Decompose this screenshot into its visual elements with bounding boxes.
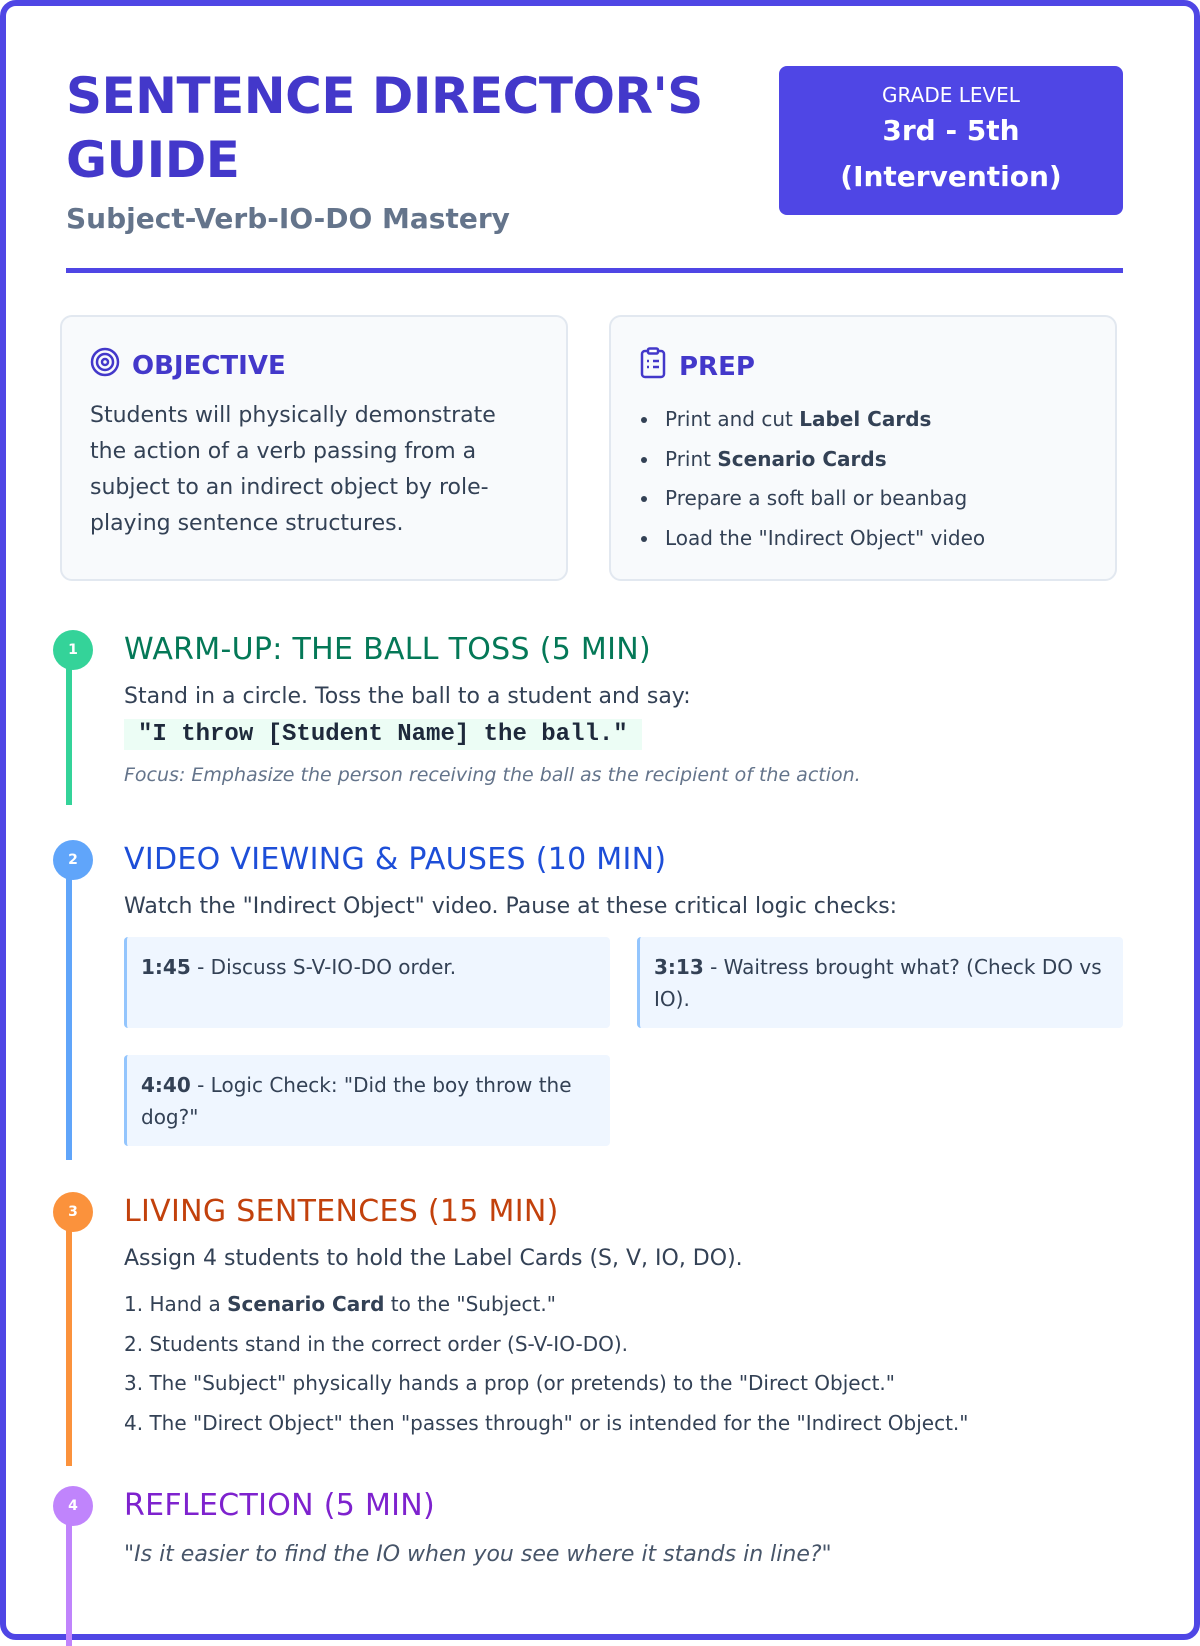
grade-level-badge: GRADE LEVEL 3rd - 5th (Intervention) <box>779 66 1123 215</box>
logic-check: 4:40 - Logic Check: "Did the boy throw t… <box>124 1055 610 1146</box>
step-intro: Watch the "Indirect Object" video. Pause… <box>124 894 898 919</box>
objective-title: OBJECTIVE <box>132 350 286 381</box>
list-item: 3. The "Subject" physically hands a prop… <box>124 1371 895 1395</box>
header-divider <box>66 268 1123 273</box>
timeline-line <box>66 650 72 805</box>
list-item: 2. Students stand in the correct order (… <box>124 1331 629 1356</box>
instruction-list: 1. Hand a Scenario Card to the "Subject.… <box>124 1285 1124 1443</box>
step-number: 3 <box>53 1192 93 1232</box>
page-subtitle: Subject-Verb-IO-DO Mastery <box>66 202 510 235</box>
prep-item: Load the "Indirect Object" video <box>639 519 1087 559</box>
grade-level-value-2: (Intervention) <box>840 160 1062 193</box>
step-title: LIVING SENTENCES (15 MIN) <box>124 1194 559 1229</box>
grade-level-value: 3rd - 5th <box>882 114 1020 147</box>
step-title: REFLECTION (5 MIN) <box>124 1488 436 1523</box>
objective-card: OBJECTIVE Students will physically demon… <box>60 315 568 581</box>
prep-item: Print and cut Label Cards <box>639 400 1087 440</box>
clipboard-icon <box>639 347 667 386</box>
step-title: WARM-UP: THE BALL TOSS (5 MIN) <box>124 632 651 667</box>
step-number: 2 <box>53 840 93 880</box>
prep-list: Print and cut Label Cards Print Scenario… <box>639 400 1087 558</box>
reflection-question: "Is it easier to find the IO when you se… <box>124 1542 832 1567</box>
logic-check: 3:13 - Waitress brought what? (Check DO … <box>637 937 1123 1028</box>
page-title: SENTENCE DIRECTOR'S GUIDE <box>66 67 703 189</box>
prep-item: Print Scenario Cards <box>639 440 1087 480</box>
script-quote: "I throw [Student Name] the ball." <box>124 719 642 750</box>
step-number: 1 <box>53 630 93 670</box>
list-item: 1. Hand a Scenario Card to the "Subject.… <box>124 1292 556 1316</box>
list-item: 4. The "Direct Object" then "passes thro… <box>124 1410 969 1435</box>
logic-check: 1:45 - Discuss S-V-IO-DO order. <box>124 937 610 1028</box>
step-intro: Assign 4 students to hold the Label Card… <box>124 1246 743 1271</box>
step-intro: Stand in a circle. Toss the ball to a st… <box>124 684 691 709</box>
objective-text: Students will physically demonstrate the… <box>90 403 496 536</box>
timeline-line <box>66 1212 72 1466</box>
timeline-line <box>66 860 72 1160</box>
prep-card: PREP Print and cut Label Cards Print Sce… <box>609 315 1117 581</box>
focus-note: Focus: Emphasize the person receiving th… <box>124 764 861 786</box>
prep-item: Prepare a soft ball or beanbag <box>639 479 1087 519</box>
prep-title: PREP <box>679 351 755 382</box>
target-icon <box>90 347 120 384</box>
step-title: VIDEO VIEWING & PAUSES (10 MIN) <box>124 842 667 877</box>
timeline-line <box>66 1506 72 1646</box>
step-number: 4 <box>53 1486 93 1526</box>
grade-level-label: GRADE LEVEL <box>882 83 1020 107</box>
